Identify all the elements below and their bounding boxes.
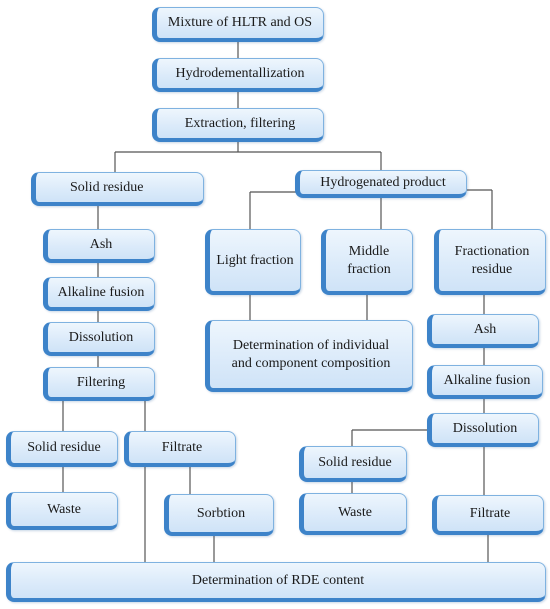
node-label: Ash [89, 236, 113, 252]
node-label: Mixture of HLTR and OS [167, 15, 313, 31]
node-solid-residue-left: Solid residue [6, 431, 118, 467]
node-label: Extraction, filtering [184, 115, 296, 131]
node-fractionation-residue: Fractionation residue [434, 229, 546, 295]
node-label: Hydrodementallization [175, 65, 305, 81]
node-label: Solid residue [27, 439, 101, 455]
node-label: Fractionation [454, 244, 530, 259]
node-filtering-left: Filtering [43, 367, 155, 401]
node-mixture: Mixture of HLTR and OS [152, 7, 324, 42]
node-label: Sorbtion [196, 505, 246, 521]
node-label: Solid residue [70, 179, 144, 195]
node-label: Dissolution [68, 329, 134, 345]
node-label: Dissolution [452, 420, 518, 436]
node-hydrogenated-product: Hydrogenated product [295, 170, 467, 198]
node-label: Filtrate [161, 439, 203, 455]
node-label: Alkaline fusion [57, 284, 145, 300]
node-waste-right: Waste [299, 493, 407, 535]
node-alkaline-fusion-left: Alkaline fusion [43, 277, 155, 311]
node-dissolution-left: Dissolution [43, 322, 155, 356]
node-solid-residue-top: Solid residue [31, 172, 204, 206]
node-label: fraction [347, 261, 391, 277]
node-ash-right: Ash [427, 314, 539, 348]
node-ash-left: Ash [43, 229, 155, 263]
node-label: Solid residue [318, 454, 392, 470]
node-alkaline-fusion-right: Alkaline fusion [427, 365, 543, 399]
node-label: Alkaline fusion [443, 372, 531, 388]
node-filtrate-left: Filtrate [124, 431, 236, 467]
node-rde-content: Determination of RDE content [6, 562, 546, 602]
node-filtrate-right: Filtrate [432, 495, 544, 535]
node-extraction-filtering: Extraction, filtering [152, 108, 324, 142]
node-sorbtion: Sorbtion [164, 494, 274, 536]
node-middle-fraction: Middle fraction [321, 229, 413, 295]
node-label: Hydrogenated product [320, 174, 446, 190]
node-label: Determination of individual [232, 338, 390, 353]
node-label: Determination of RDE content [191, 572, 365, 588]
node-solid-residue-right: Solid residue [299, 446, 407, 482]
node-determination-composition: Determination of individual and component… [205, 320, 413, 392]
node-light-fraction: Light fraction [205, 229, 301, 295]
node-label: and component composition [231, 355, 391, 371]
node-label: Middle [348, 244, 390, 259]
node-hydrodemetallization: Hydrodementallization [152, 58, 324, 92]
node-label: Waste [338, 504, 372, 520]
node-label: Waste [47, 501, 81, 517]
node-label: Light fraction [216, 252, 294, 268]
node-dissolution-right: Dissolution [427, 413, 539, 447]
node-label: residue [471, 261, 513, 277]
node-label: Filtrate [469, 505, 511, 521]
node-waste-left: Waste [6, 492, 118, 530]
node-label: Ash [473, 321, 497, 337]
node-label: Filtering [76, 374, 126, 390]
